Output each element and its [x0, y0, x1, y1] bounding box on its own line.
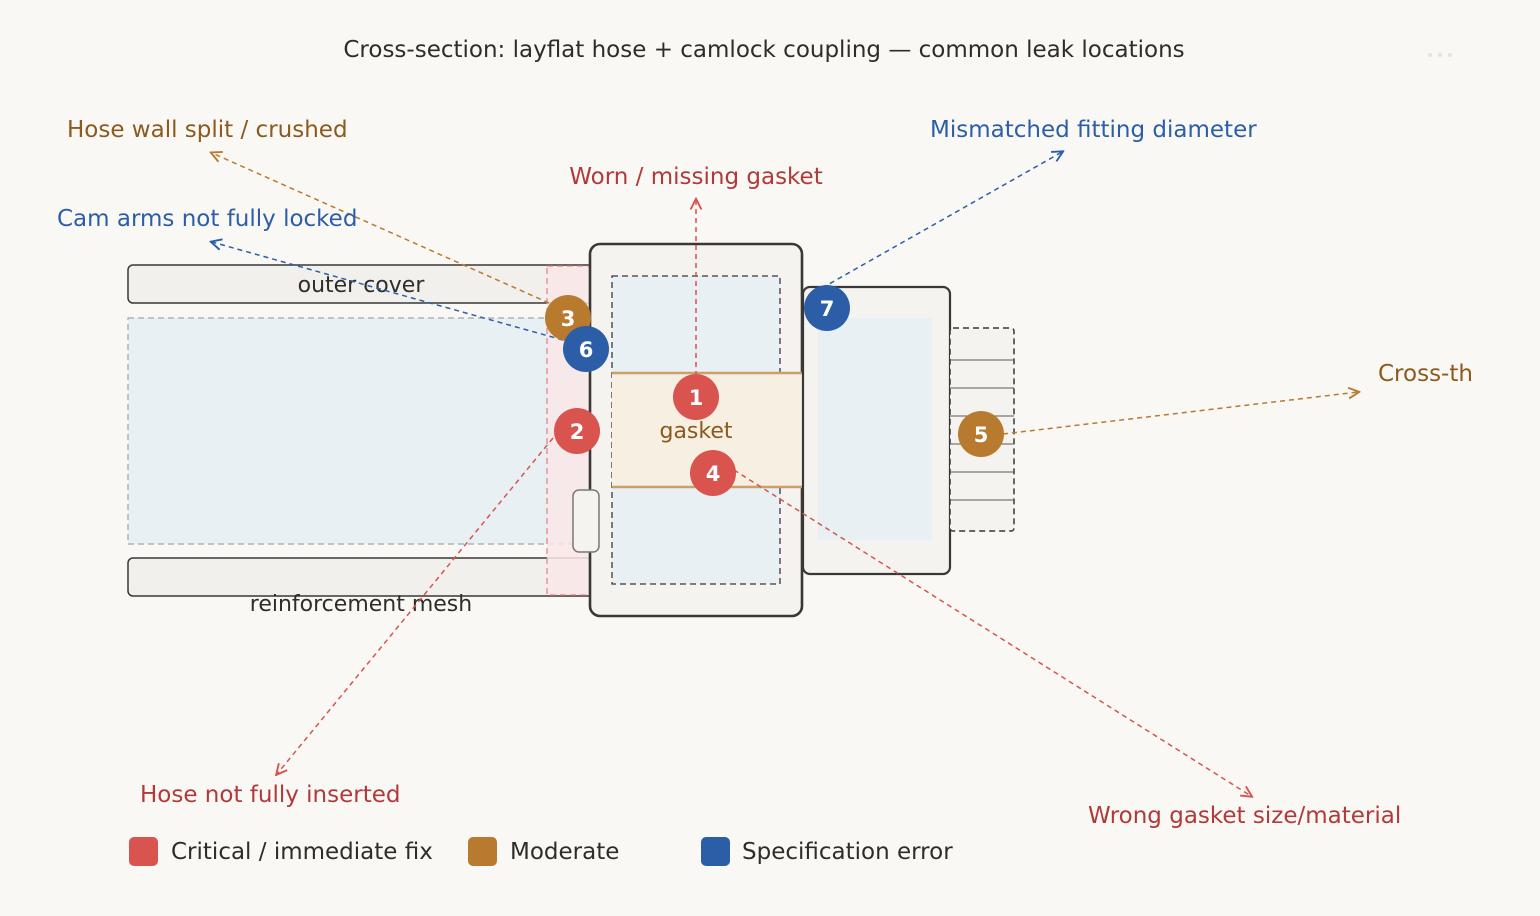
leader-6: [212, 242, 564, 341]
hose-reinforcement-mesh: [127, 557, 599, 597]
svg-text:6: 6: [579, 338, 594, 362]
gasket-label: gasket: [659, 419, 732, 444]
leader-lines: [212, 152, 1358, 796]
leader-7: [821, 152, 1062, 289]
svg-text:3: 3: [561, 307, 576, 331]
leader-4: [733, 469, 1251, 796]
male-adapter: [801, 285, 952, 576]
svg-text:2: 2: [570, 420, 585, 444]
callout-worn-gasket: Worn / missing gasket: [569, 164, 822, 190]
callout-cross-thread: Cross-th: [1378, 361, 1473, 387]
callout-cam-arms: Cam arms not fully locked: [57, 206, 357, 232]
marker-5[interactable]: 5: [958, 411, 1004, 457]
svg-text:5: 5: [974, 423, 989, 447]
svg-text:Critical / immediate fix: Critical / immediate fix: [171, 839, 433, 865]
svg-text:7: 7: [820, 297, 835, 321]
hose-end-stop: [572, 489, 600, 553]
more-horizontal-icon[interactable]: [1428, 53, 1452, 57]
svg-text:Specification error: Specification error: [742, 839, 953, 865]
hose-section: [127, 264, 599, 597]
callout-hose-not-inserted: Hose not fully inserted: [140, 782, 401, 808]
leader-2: [277, 437, 554, 774]
leader-3: [212, 153, 550, 304]
hose-bore: [127, 317, 599, 545]
outer-cover-label: outer cover: [298, 273, 426, 298]
callout-wrong-gasket: Wrong gasket size/material: [1088, 803, 1401, 829]
callout-hose-wall-split: Hose wall split / crushed: [67, 117, 348, 143]
legend-item-critical: Critical / immediate fix: [129, 837, 433, 866]
diagram-title: Cross-section: layflat hose + camlock co…: [343, 37, 1184, 63]
marker-6[interactable]: 6: [563, 326, 609, 372]
marker-2[interactable]: 2: [554, 408, 600, 454]
marker-1[interactable]: 1: [673, 374, 719, 420]
svg-text:4: 4: [706, 462, 721, 486]
camlock-coupler: [572, 242, 804, 618]
callout-mismatched-diameter: Mismatched fitting diameter: [930, 117, 1257, 143]
marker-4[interactable]: 4: [690, 450, 736, 496]
legend: Critical / immediate fix Moderate Specif…: [129, 837, 953, 866]
reinforcement-mesh-label: reinforcement mesh: [250, 592, 472, 617]
legend-item-specification: Specification error: [701, 837, 953, 866]
marker-7[interactable]: 7: [804, 285, 850, 331]
svg-text:Moderate: Moderate: [510, 839, 619, 865]
legend-item-moderate: Moderate: [468, 837, 619, 866]
svg-text:1: 1: [689, 386, 704, 410]
leader-5: [1002, 392, 1358, 435]
